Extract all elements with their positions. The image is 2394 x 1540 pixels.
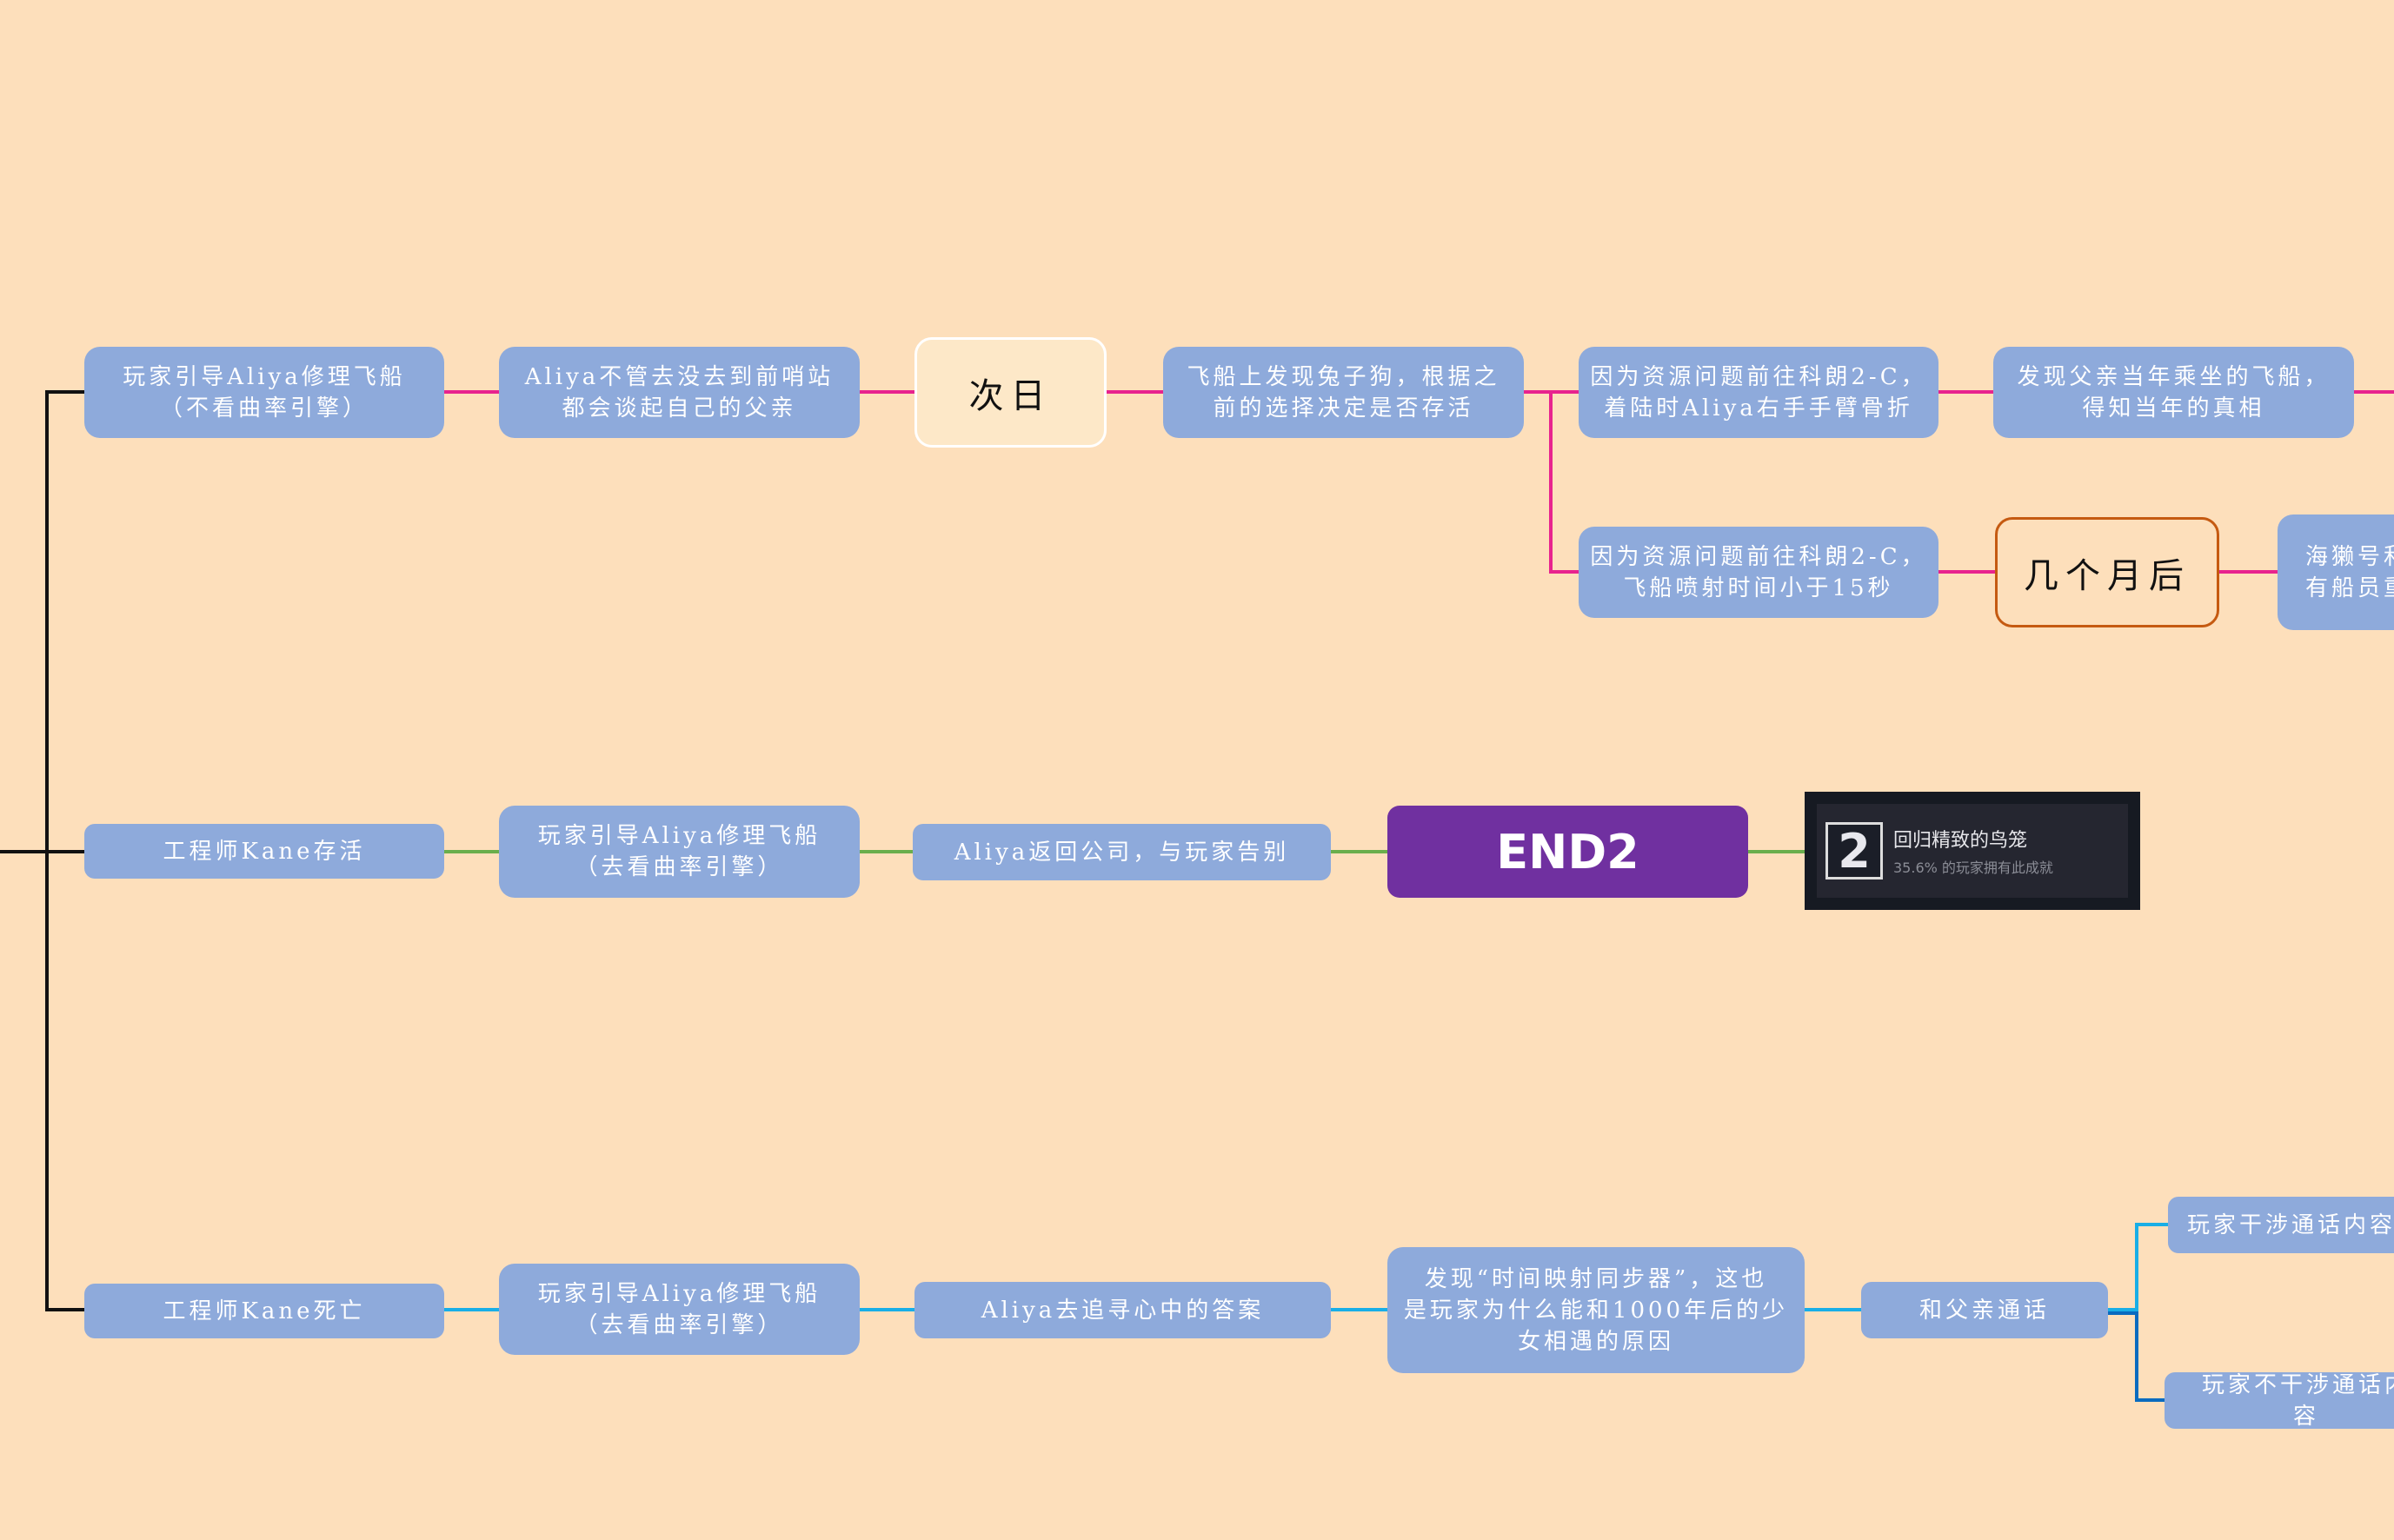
achievement-icon: 2 — [1825, 822, 1883, 880]
node-not-interfere-call[interactable]: 玩家不干涉通话内容 — [2165, 1372, 2394, 1429]
bottom-fork-stem — [2107, 1311, 2138, 1315]
node-sea-otter[interactable]: 海獭号和 有船员重 — [2278, 514, 2394, 630]
time-node-next-day[interactable]: 次日 — [914, 337, 1107, 448]
bottom-fork-up-h — [2135, 1223, 2170, 1226]
trunk-mid-line — [45, 850, 85, 853]
node-arm-fracture[interactable]: 因为资源问题前往科朗2-C， 着陆时Aliya右手手臂骨折 — [1579, 347, 1938, 438]
node-guide-repair-warp-2[interactable]: 玩家引导Aliya修理飞船 （去看曲率引擎） — [499, 1264, 860, 1355]
node-seek-answer[interactable]: Aliya去追寻心中的答案 — [914, 1282, 1331, 1338]
node-guide-repair-no-warp[interactable]: 玩家引导Aliya修理飞船 （不看曲率引擎） — [84, 347, 444, 438]
achievement-title: 回归精致的鸟笼 — [1893, 830, 2028, 852]
node-talk-about-father[interactable]: Aliya不管去没去到前哨站 都会谈起自己的父亲 — [499, 347, 860, 438]
achievement-card: 2 回归精致的鸟笼 35.6% 的玩家拥有此成就 — [1805, 792, 2140, 910]
bottom-fork-down — [2135, 1311, 2138, 1402]
trunk-top-line — [45, 390, 85, 394]
node-thrust-under-15s[interactable]: 因为资源问题前往科朗2-C， 飞船喷射时间小于15秒 — [1579, 527, 1938, 618]
root-line — [0, 850, 49, 853]
node-call-father[interactable]: 和父亲通话 — [1861, 1282, 2108, 1338]
achievement-subtitle: 35.6% 的玩家拥有此成就 — [1893, 860, 2053, 876]
node-time-sync-device[interactable]: 发现“时间映射同步器”，这也 是玩家为什么能和1000年后的少 女相遇的原因 — [1387, 1247, 1805, 1373]
node-return-company[interactable]: Aliya返回公司，与玩家告别 — [913, 824, 1331, 880]
trunk-bottom-line — [45, 1308, 85, 1311]
node-guide-repair-warp[interactable]: 玩家引导Aliya修理飞船 （去看曲率引擎） — [499, 806, 860, 898]
node-interfere-call[interactable]: 玩家干涉通话内容 — [2168, 1197, 2394, 1253]
ending-end2[interactable]: END2 — [1387, 806, 1748, 898]
node-kane-dies[interactable]: 工程师Kane死亡 — [84, 1284, 444, 1338]
node-find-rabbit-dog[interactable]: 飞船上发现兔子狗，根据之 前的选择决定是否存活 — [1163, 347, 1524, 438]
bottom-fork-down-h — [2135, 1398, 2170, 1402]
top-sub-vertical — [1549, 390, 1553, 574]
node-father-ship[interactable]: 发现父亲当年乘坐的飞船， 得知当年的真相 — [1993, 347, 2354, 438]
node-kane-survives[interactable]: 工程师Kane存活 — [84, 824, 444, 879]
top-sub-line — [1549, 570, 2331, 574]
bottom-fork-up — [2135, 1223, 2138, 1311]
time-node-months-later[interactable]: 几个月后 — [1995, 517, 2219, 627]
